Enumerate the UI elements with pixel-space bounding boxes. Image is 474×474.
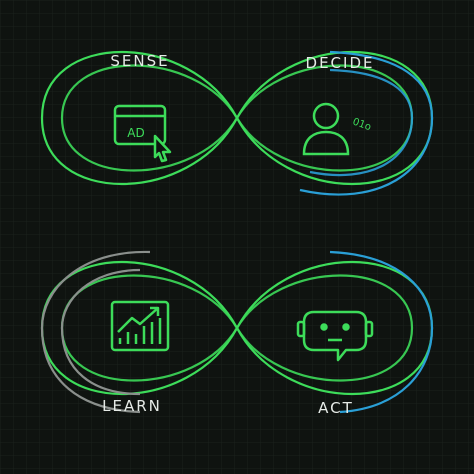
label-sense: SENSE (110, 52, 169, 70)
ad-browser-cursor-icon: AD (113, 104, 172, 163)
robot-chat-icon (296, 310, 374, 362)
lower-loop (40, 250, 434, 414)
upper-loop (40, 50, 434, 196)
chart-growth-icon (110, 300, 170, 352)
label-learn: LEARN (102, 397, 162, 415)
label-act: ACT (318, 399, 354, 417)
label-decide: DECIDE (306, 54, 375, 72)
ad-text: AD (127, 126, 144, 140)
